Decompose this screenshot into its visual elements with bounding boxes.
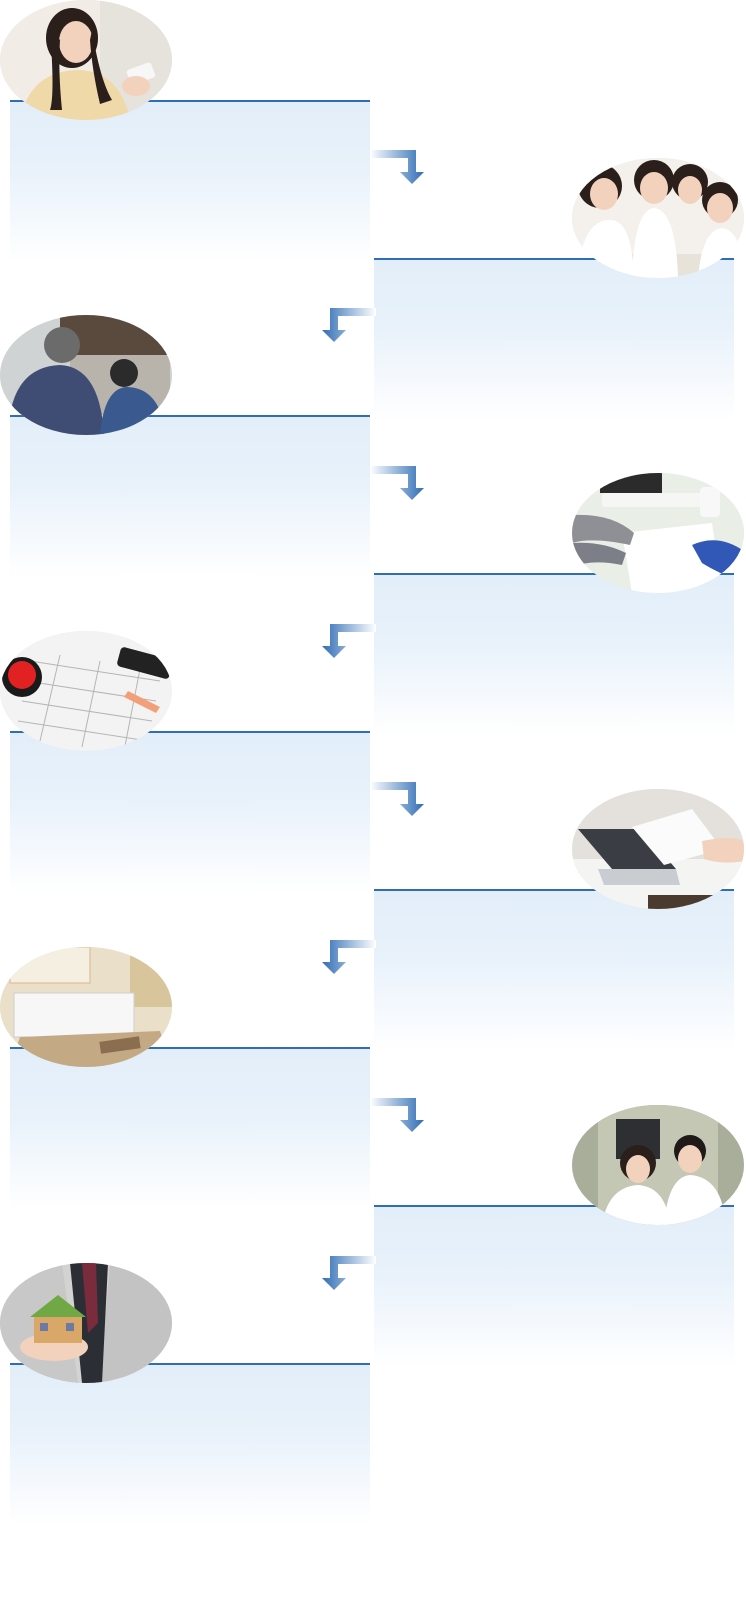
house-inspection-photo <box>0 315 172 435</box>
step-3 <box>0 315 370 675</box>
step-card <box>10 1047 370 1209</box>
bent-arrow-icon <box>370 782 430 818</box>
family-looking-at-plans-photo <box>572 158 744 278</box>
couple-at-front-door-photo <box>572 1105 744 1225</box>
step-card <box>374 258 734 420</box>
step-6 <box>374 789 744 1149</box>
step-card <box>374 1205 734 1367</box>
step-card <box>10 1363 370 1525</box>
laptop-and-documents-photo <box>572 789 744 909</box>
step-card <box>374 889 734 1051</box>
bent-arrow-icon <box>316 940 376 976</box>
flow-chart <box>0 0 744 1525</box>
bent-arrow-icon <box>370 466 430 502</box>
step-8 <box>374 1105 744 1465</box>
step-1 <box>0 0 370 360</box>
step-5 <box>0 631 370 991</box>
step-card <box>10 415 370 577</box>
step-2 <box>374 158 744 518</box>
step-card <box>374 573 734 735</box>
bent-arrow-icon <box>370 1098 430 1134</box>
step-card <box>10 100 370 262</box>
contract-documents-and-seal-photo <box>0 631 172 751</box>
hands-holding-model-house-photo <box>0 1263 172 1383</box>
step-4 <box>374 473 744 833</box>
contract-meeting-photo <box>572 473 744 593</box>
bent-arrow-icon <box>370 150 430 186</box>
woman-with-smartphone-photo <box>0 0 172 120</box>
step-card <box>10 731 370 893</box>
bent-arrow-icon <box>316 1256 376 1292</box>
step-9 <box>0 1263 370 1623</box>
step-7 <box>0 947 370 1307</box>
bent-arrow-icon <box>316 308 376 344</box>
kitchen-under-renovation-photo <box>0 947 172 1067</box>
bent-arrow-icon <box>316 624 376 660</box>
